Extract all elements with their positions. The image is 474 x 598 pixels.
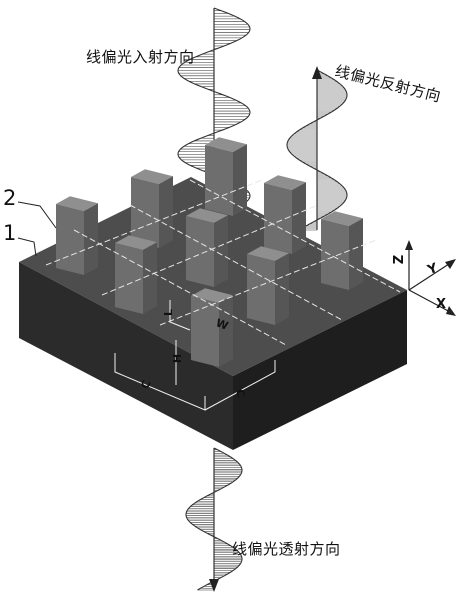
pillar [56,196,98,275]
pillar [247,246,289,325]
x-axis-arrow [408,289,453,314]
grid-line [189,179,401,293]
transmitted-direction-label: 线偏光透射方向 [232,540,341,558]
pillar-front [321,219,349,290]
pillar-top [115,235,157,250]
pillar-side [159,176,173,248]
pillar-side [275,253,289,325]
z-arrowhead [405,240,413,250]
pillar-top [321,211,363,226]
y-axis-arrow [408,261,453,291]
pillar [205,137,247,216]
reflected-arrowhead [312,66,322,79]
pillar-array [56,137,363,367]
grid-line [129,204,343,321]
substrate-part-number: 1 [3,221,17,245]
pillar-front [186,216,214,287]
pillar-top [131,169,173,184]
pillar [186,208,228,287]
reflected-wave [286,69,348,231]
incident-direction-label: 线偏光入射方向 [86,48,195,66]
pillar-side [214,215,228,287]
grid-line [159,239,377,326]
pillar-side [349,218,363,290]
pillar-top [56,196,98,211]
pillar-side [143,242,157,314]
substrate-leader-line [17,237,37,257]
period-dimension-line-2 [204,360,276,411]
pillar-top [186,208,228,223]
pillar-front [247,254,275,325]
pillar-part-number: 2 [3,186,17,210]
pillar-side [233,144,247,216]
grid-line [45,179,263,266]
substrate-side [233,290,407,450]
transmitted-arrowhead [209,579,219,592]
transmitted-wave [185,447,243,591]
x-axis-label: X [436,297,447,312]
pillar-top [264,175,306,190]
pillar [264,175,306,254]
grid-line [101,204,319,296]
pillar-side [292,182,306,254]
grid-line [73,229,287,346]
x-arrowhead [446,306,456,316]
pillar-front [115,243,143,314]
pillar [131,169,173,248]
y-arrowhead [445,259,456,269]
substrate-front [19,262,233,450]
pillar-front [205,145,233,216]
light-waves [177,7,348,592]
length-dimension-label: L [162,308,176,317]
pillar-front [264,183,292,254]
pillar-top [247,246,289,261]
period-dimension-line [114,353,206,411]
height-dimension-label: H [171,353,185,364]
pillar [191,288,233,367]
pillar-front [131,177,159,248]
pillar-front [56,204,84,275]
z-axis-label: Z [392,254,408,265]
pillar [115,235,157,314]
pillar-top [191,288,233,303]
pillar-front [191,296,219,367]
annotations [17,179,456,411]
length-dimension-line [169,300,191,331]
pillar-top [205,137,247,152]
pillar [321,211,363,290]
pillar-side [219,295,233,367]
pillar-leader-line [17,201,57,229]
